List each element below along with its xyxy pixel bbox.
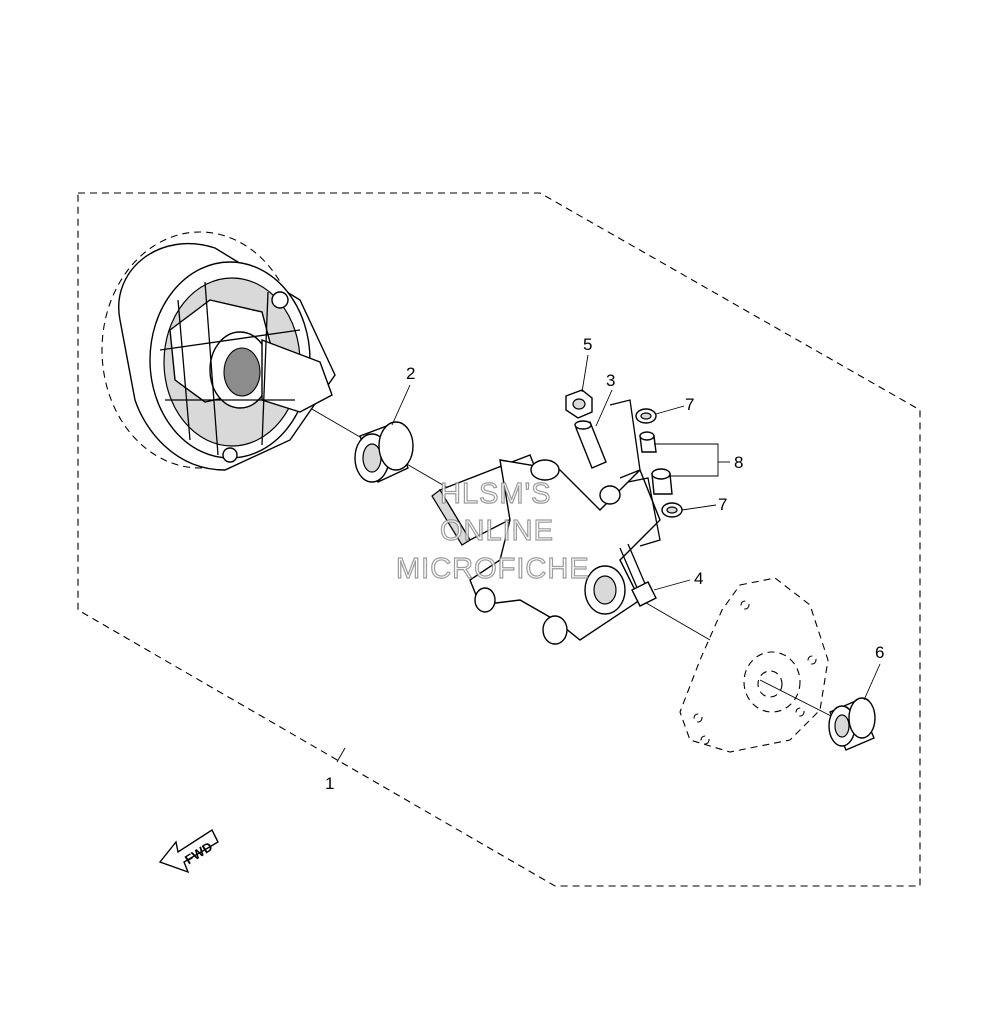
part-2-collar: [354, 421, 414, 483]
leader-3: [595, 389, 613, 427]
group-bracket-lower: [627, 477, 661, 547]
callout-8: 8: [734, 453, 743, 472]
leader-4: [653, 579, 691, 591]
leader-7a: [655, 405, 685, 415]
leader-5: [581, 354, 589, 393]
callout-7-bottom: 7: [718, 495, 727, 514]
callout-4: 4: [694, 569, 703, 588]
watermark-line-1: HLSM'S: [440, 478, 551, 510]
fwd-arrow-icon: FWD: [158, 828, 219, 874]
callout-2: 2: [406, 364, 415, 383]
watermark-line-2: ONLINE: [440, 515, 554, 547]
leader-6: [863, 663, 881, 701]
part-8-spacer-large: [651, 468, 673, 495]
part-4-bolt: [619, 543, 657, 607]
part-6-bearing: [828, 697, 876, 751]
assembly-boundary: [77, 192, 921, 887]
leader-8: [654, 443, 719, 477]
leader-1: [336, 747, 346, 763]
part-7-washer-top: [635, 408, 657, 424]
part-5-nut: [565, 389, 593, 419]
rotor-housing: [101, 231, 336, 471]
drive-shaft: [431, 454, 661, 645]
callout-6: 6: [875, 643, 884, 662]
group-bracket-upper: [609, 399, 641, 479]
callout-5: 5: [583, 335, 592, 354]
part-7-washer-bottom: [661, 502, 683, 518]
part-8-spacer-small: [639, 431, 657, 453]
callout-3: 3: [606, 371, 615, 390]
cover-plate: [679, 577, 829, 753]
leader-7b: [681, 504, 717, 511]
watermark-line-3: MICROFICHE: [396, 553, 590, 585]
callout-7-top: 7: [685, 395, 694, 414]
watermark: HLSM'S ONLINE MICROFICHE: [395, 477, 590, 585]
callout-1: 1: [325, 774, 334, 793]
axis-line-right: [759, 679, 836, 719]
leader-2: [391, 384, 411, 426]
part-3-pin: [574, 420, 607, 469]
